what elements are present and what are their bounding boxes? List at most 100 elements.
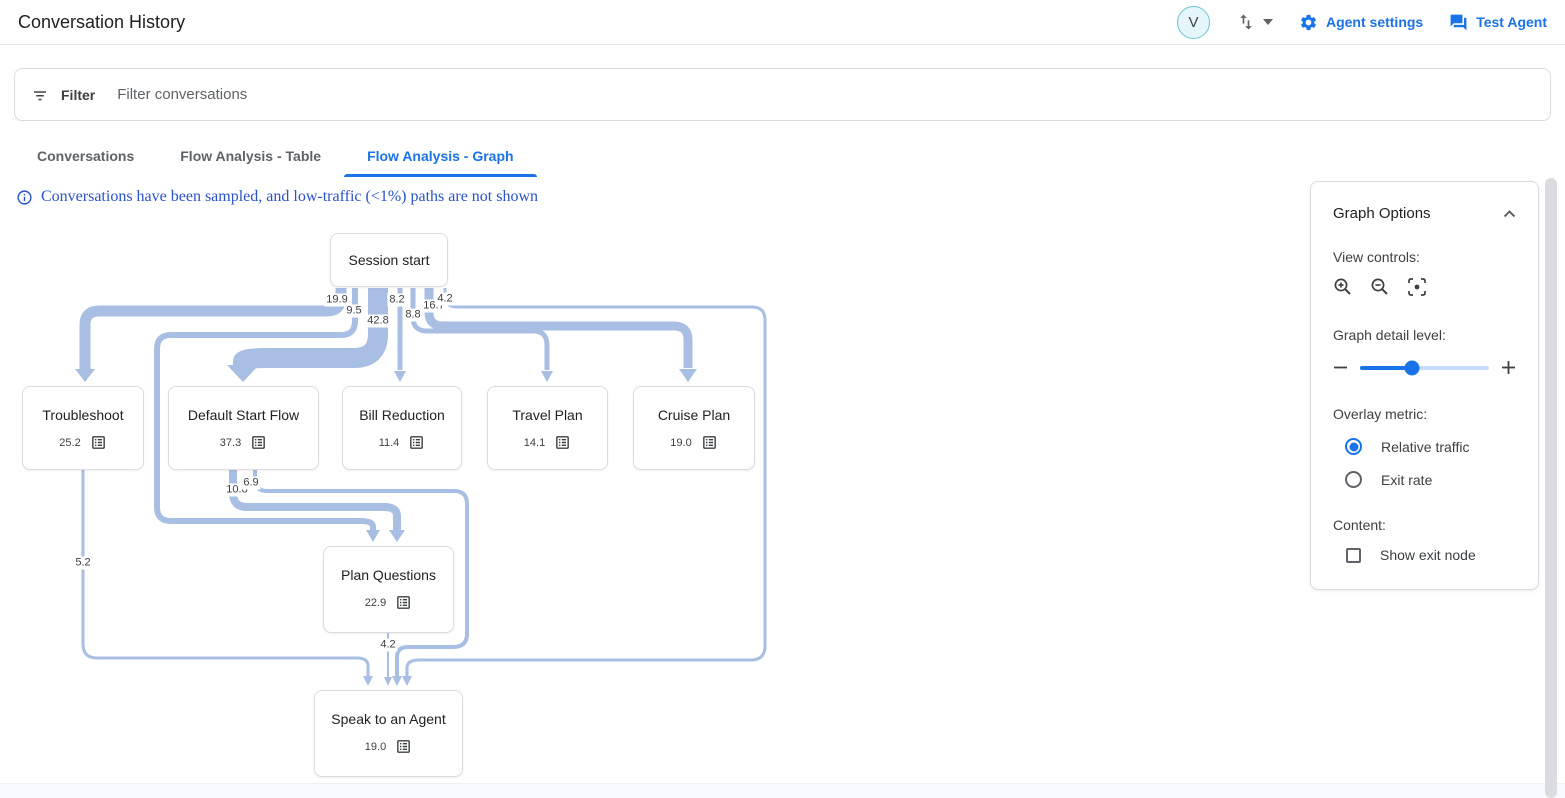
node-traffic-value: 11.4 [378,436,400,449]
page-title: Conversation History [18,11,186,32]
filter-icon [31,86,49,104]
edge-traffic-label: 4.2 [435,292,455,306]
edge-traffic-label: 42.8 [365,314,391,328]
node-traffic-value: 19.0 [364,740,387,753]
arrowhead-icon [227,365,259,382]
vertical-scrollbar[interactable] [1545,178,1557,798]
zoom-out-icon[interactable] [1370,277,1390,297]
gear-icon [1299,13,1318,32]
slider-fill [1360,365,1412,370]
avatar-letter: V [1188,13,1199,31]
info-icon [16,189,33,206]
show-exit-node-option[interactable]: Show exit node [1333,547,1516,563]
flow-node-default-start-flow[interactable]: Default Start Flow 37.3 [168,386,319,470]
list-alt-icon [702,436,716,449]
test-agent-button[interactable]: Test Agent [1449,13,1547,32]
user-avatar[interactable]: V [1176,5,1210,39]
chevron-down-icon [1262,19,1273,25]
node-title: Plan Questions [341,567,436,583]
list-alt-icon [252,436,266,449]
zoom-in-icon[interactable] [1333,277,1353,297]
flow-node-cruise-plan[interactable]: Cruise Plan 19.0 [633,386,755,470]
tab-flow-analysis-table[interactable]: Flow Analysis - Table [180,148,322,164]
horizontal-scroll-area[interactable] [0,783,1565,798]
filter-bar[interactable]: Filter Filter conversations [14,68,1551,121]
content-label: Content: [1333,517,1386,533]
node-title: Session start [348,252,430,268]
overlay-option-exit-rate[interactable]: Exit rate [1333,471,1516,488]
node-title: Default Start Flow [187,407,300,423]
view-controls-label: View controls: [1333,249,1420,265]
center-focus-icon[interactable] [1407,277,1427,297]
list-alt-icon [556,436,570,449]
arrowhead-icon [394,371,406,382]
node-traffic-value: 37.3 [219,436,242,449]
arrowhead-icon [384,677,392,686]
arrowhead-icon [75,369,95,382]
sampling-notice: Conversations have been sampled, and low… [16,188,538,206]
list-alt-icon [397,740,411,753]
detail-level-slider[interactable] [1360,360,1489,375]
node-title: Speak to an Agent [331,711,446,727]
overlay-option-label: Exit rate [1381,471,1433,488]
arrowhead-icon [389,530,405,542]
node-title: Bill Reduction [359,407,445,423]
graph-options-title: Graph Options [1333,205,1431,222]
radio-icon[interactable] [1345,471,1362,488]
slider-thumb[interactable] [1404,360,1420,375]
flow-node-bill-reduction[interactable]: Bill Reduction 11.4 [342,386,462,470]
flow-node-speak-to-agent[interactable]: Speak to an Agent 19.0 [314,690,463,777]
edge-traffic-label: 6.9 [241,476,261,490]
show-exit-node-label: Show exit node [1380,547,1476,563]
test-agent-label: Test Agent [1476,14,1547,30]
flow-node-troubleshoot[interactable]: Troubleshoot 25.2 [22,386,144,470]
node-traffic-value: 19.0 [670,436,692,449]
import-export-icon [1236,12,1256,32]
arrowhead-icon [366,530,380,542]
graph-options-panel: Graph Options View controls: Graph detai… [1310,181,1539,590]
radio-icon[interactable] [1345,438,1362,455]
show-exit-node-checkbox[interactable] [1346,547,1361,563]
detail-decrease-button[interactable] [1333,360,1348,375]
flow-edge-session-start-to-speak-to-agent [405,288,767,676]
sampling-notice-text: Conversations have been sampled, and low… [41,188,539,205]
graph-detail-label: Graph detail level: [1333,327,1446,343]
edge-traffic-label: 5.2 [73,556,93,570]
list-alt-icon [91,436,105,449]
flow-edge-session-start-to-cruise-plan [424,288,693,368]
flow-node-plan-questions[interactable]: Plan Questions 22.9 [323,546,454,633]
node-title: Travel Plan [512,407,583,423]
list-alt-icon [397,596,411,609]
arrowhead-icon [541,371,553,382]
flow-edge-session-start-to-default-start-flow [233,288,388,370]
node-traffic-value: 25.2 [59,436,81,449]
tab-flow-analysis-graph[interactable]: Flow Analysis - Graph [344,135,537,177]
node-title: Troubleshoot [42,407,124,423]
edge-traffic-label: 9.5 [344,304,364,318]
filter-label: Filter [61,86,96,103]
sort-control[interactable] [1236,12,1273,32]
arrowhead-icon [392,676,402,686]
detail-increase-button[interactable] [1501,360,1516,375]
collapse-chevron-icon[interactable] [1503,209,1516,218]
overlay-metric-label: Overlay metric: [1333,406,1428,422]
flow-node-session-start[interactable]: Session start [330,233,448,287]
node-traffic-value: 22.9 [364,596,387,609]
arrowhead-icon [363,676,373,686]
list-alt-icon [410,436,424,449]
overlay-option-relative-traffic[interactable]: Relative traffic [1333,438,1516,455]
agent-settings-label: Agent settings [1325,14,1424,30]
tab-bar: Conversations Flow Analysis - Table Flow… [14,135,537,177]
tab-conversations[interactable]: Conversations [37,148,135,164]
arrowhead-icon [679,369,697,382]
edge-traffic-label: 8.2 [387,293,407,307]
node-title: Cruise Plan [657,407,731,423]
edge-traffic-label: 8.8 [403,308,423,322]
app-header: Conversation History V Agent settings [0,0,1565,45]
filter-conversations-input[interactable]: Filter conversations [117,86,248,103]
agent-settings-button[interactable]: Agent settings [1299,13,1423,32]
arrowhead-icon [402,676,412,686]
